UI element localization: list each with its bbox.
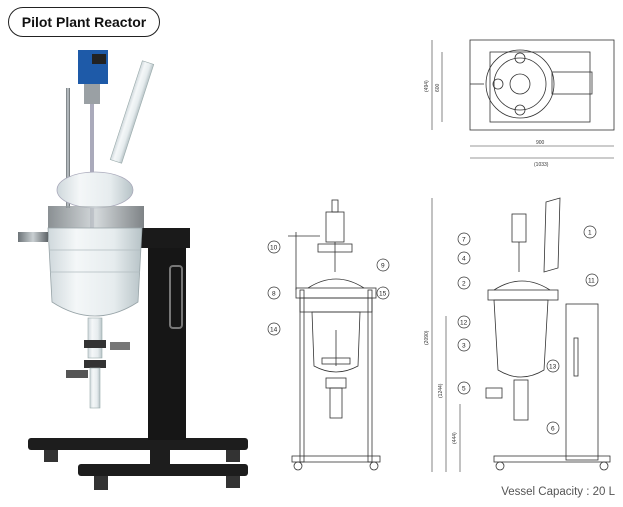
- top-view-drawing: [469, 39, 615, 131]
- side-callouts: 1 7 4 2 11 12 3 13 5 6: [457, 225, 599, 435]
- dim-2090: (2090): [424, 330, 430, 345]
- callout-3: 3: [462, 343, 466, 350]
- callout-14: 14: [270, 327, 278, 334]
- side-view-dimension-lines: [431, 198, 461, 472]
- callout-13: 13: [549, 364, 557, 371]
- dim-900: 900: [536, 140, 545, 146]
- dim-600: 600: [435, 83, 441, 92]
- callout-11: 11: [588, 278, 595, 285]
- dim-1244: (1244): [438, 383, 444, 398]
- front-callouts: 10 9 8 15 14: [267, 240, 390, 336]
- callout-10: 10: [270, 245, 278, 252]
- vessel-capacity-caption: Vessel Capacity : 20 L: [501, 486, 615, 498]
- callout-7: 7: [462, 237, 466, 244]
- callout-4: 4: [462, 256, 466, 263]
- callout-2: 2: [462, 281, 466, 288]
- callout-12: 12: [460, 320, 468, 327]
- front-view-drawing: [288, 199, 381, 471]
- callout-5: 5: [462, 386, 466, 393]
- callout-1: 1: [588, 230, 592, 237]
- callout-6: 6: [551, 426, 555, 433]
- dim-1033: (1033): [534, 162, 549, 168]
- callout-15: 15: [379, 291, 387, 298]
- callout-9: 9: [381, 263, 385, 270]
- dim-494: (494): [424, 80, 430, 92]
- reactor-photo: [18, 50, 248, 490]
- side-view-drawing: [485, 197, 611, 471]
- page-title: Pilot Plant Reactor: [8, 7, 160, 37]
- top-view-dimension-lines: [431, 40, 614, 159]
- dim-444: (444): [452, 432, 458, 444]
- callout-8: 8: [272, 291, 276, 298]
